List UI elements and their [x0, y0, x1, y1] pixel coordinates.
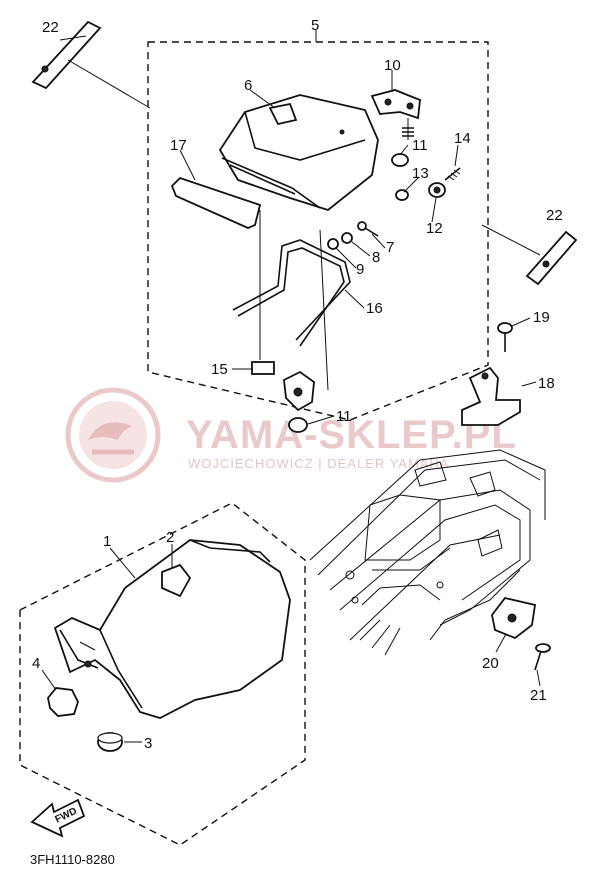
callout-5: 5: [311, 17, 319, 34]
callout-1: 1: [103, 533, 111, 550]
diagram-code: 3FH1110-8280: [30, 852, 115, 867]
callout-3: 3: [144, 735, 152, 752]
callout-2: 2: [166, 529, 174, 546]
part-15-pad: [251, 361, 275, 375]
part-16-grab-rail: [232, 239, 351, 347]
part-1-seat: [53, 539, 291, 719]
part-12-nut: [428, 182, 446, 198]
callout-10: 10: [384, 57, 401, 74]
leader-22-left: [67, 59, 151, 109]
callout-6: 6: [244, 77, 252, 94]
callout-11-top: 11: [412, 137, 428, 154]
part-17-grip: [170, 176, 262, 360]
callout-11-lower: 11: [336, 408, 352, 425]
callout-22-right: 22: [546, 207, 563, 224]
callout-7: 7: [386, 239, 394, 256]
cowl-group-box: [147, 41, 489, 421]
part-18-latch: [461, 366, 521, 426]
callout-21: 21: [530, 687, 547, 704]
callout-8: 8: [372, 249, 380, 266]
part-9-washer: [327, 238, 339, 250]
callout-14: 14: [454, 130, 471, 147]
callout-12: 12: [426, 220, 443, 237]
leader-22-right: [481, 224, 541, 256]
part-21-screw: [534, 643, 551, 671]
part-6-clip: [268, 102, 298, 126]
plate-22-left: [31, 20, 102, 90]
plate-22-right: [525, 230, 578, 286]
part-3-damper: [97, 732, 123, 752]
fwd-arrow: FWD: [30, 798, 86, 838]
part-14-bolt: [444, 167, 461, 181]
seat-cowl: [218, 94, 379, 212]
seat-group-box: [19, 502, 306, 846]
watermark-logo: [65, 387, 161, 483]
watermark-tagline: WOJCIECHOWICZ | DEALER YAMAHA: [188, 456, 450, 471]
part-11-damper-top: [391, 153, 409, 167]
callout-9: 9: [356, 261, 364, 278]
callout-13: 13: [412, 165, 429, 182]
callout-20: 20: [482, 655, 499, 672]
part-7-screw: [357, 221, 379, 237]
part-2-bracket: [161, 563, 192, 598]
callout-19: 19: [533, 309, 550, 326]
leader-lines: [41, 30, 541, 743]
part-11-bracket-lower: [283, 229, 329, 433]
callout-4: 4: [32, 655, 40, 672]
callout-15: 15: [211, 361, 228, 378]
part-19-bolt: [497, 322, 513, 352]
callout-18: 18: [538, 375, 555, 392]
callout-16: 16: [366, 300, 383, 317]
frame-rails: [309, 449, 546, 656]
part-4-damper: [47, 687, 79, 717]
part-20-lock: [491, 596, 537, 640]
part-10-bracket: [370, 89, 421, 140]
part-8-washer: [341, 232, 353, 244]
callout-22-left: 22: [42, 19, 59, 36]
callout-17: 17: [170, 137, 187, 154]
callout-labels: 22 5 6 10 11 14 13 12 17 7 8 9 22 16 19 …: [32, 17, 563, 752]
part-13-washer: [395, 189, 409, 201]
